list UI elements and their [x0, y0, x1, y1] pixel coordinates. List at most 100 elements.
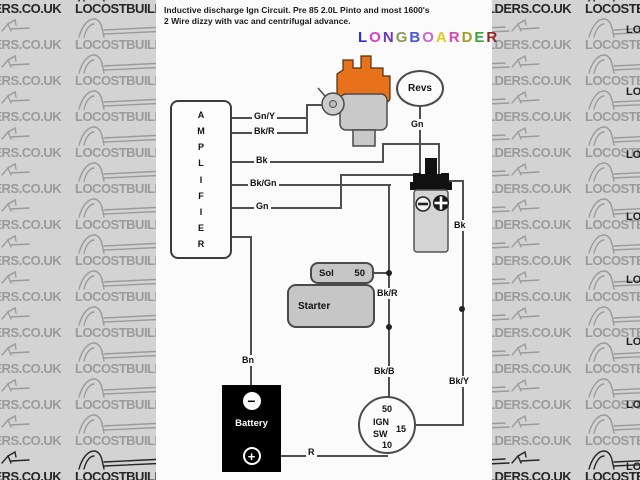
watermark-edge-fragment: LOCOSTBUILDERS.CO.UK	[626, 274, 640, 285]
wire-gn-top	[340, 174, 420, 176]
distributor-body	[339, 93, 388, 131]
battery-box: − Battery +	[222, 385, 281, 472]
watermark-edge-fragment: LOCOSTBUILDERS.CO.UK	[626, 461, 640, 472]
car-sketch-icon	[588, 270, 640, 290]
watermark-tile: LOCOSTBUILDERS.CO.UK	[585, 448, 640, 480]
wire-bk-top	[382, 143, 440, 145]
car-sketch-icon	[588, 378, 640, 398]
watermark-text: LOCOSTBUILDERS.CO.UK	[585, 361, 640, 376]
wire-label-gn-y: Gn/Y	[252, 111, 278, 122]
starter-box: Starter	[287, 284, 375, 328]
amplifier-letter: L	[198, 158, 204, 169]
watermark-edge-fragment: LOCOSTBUILDERS.CO.UK	[626, 86, 640, 97]
watermark-tile: LOCOSTBUILDERS.CO.UK	[585, 52, 640, 88]
solenoid-box: Sol 50	[310, 262, 374, 284]
watermark-edge-fragment: LOCOSTBUILDERS.CO.UK	[626, 211, 640, 222]
watermark-tile: LOCOSTBUILDERS.CO.UK	[585, 124, 640, 160]
coil-tower	[425, 158, 437, 178]
watermark-tile: LOCOSTBUILDERS.CO.UK	[0, 52, 75, 88]
car-sketch-icon	[1, 414, 30, 428]
car-sketch-icon	[588, 342, 640, 362]
car-sketch-icon	[588, 126, 640, 146]
car-sketch-icon	[588, 198, 640, 218]
watermark-tile: LOCOSTBUILDERS.CO.UK	[0, 412, 75, 448]
wire-bk-up	[382, 143, 384, 162]
watermark-text: LOCOSTBUILDERS.CO.UK	[585, 469, 640, 480]
coil-stud-left	[413, 173, 421, 182]
watermark-tile: LOCOSTBUILDERS.CO.UK	[0, 124, 75, 160]
watermark-tile: LOCOSTBUILDERS.CO.UK	[0, 376, 75, 412]
watermark-text: LOCOSTBUILDERS.CO.UK	[0, 181, 62, 196]
logo-letter: B	[409, 29, 423, 46]
wire-label-bn: Bn	[240, 355, 256, 366]
amplifier-letter: I	[199, 174, 203, 185]
wire-label-r: R	[306, 447, 317, 458]
watermark-text: LOCOSTBUILDERS.CO.UK	[0, 469, 62, 480]
car-sketch-icon	[588, 414, 640, 434]
revs-gauge: Revs	[396, 70, 444, 107]
watermark-text: LOCOSTBUILDERS.CO.UK	[585, 289, 640, 304]
watermark-text: LOCOSTBUILDERS.CO.UK	[0, 217, 62, 232]
watermark-text: LOCOSTBUILDERS.CO.UK	[415, 469, 572, 480]
watermark-tile: LOCOSTBUILDERS.CO.UK	[0, 304, 75, 340]
watermark-text: LOCOSTBUILDERS.CO.UK	[0, 145, 62, 160]
car-sketch-icon	[1, 342, 30, 356]
amplifier-letter: I	[199, 206, 203, 217]
wire-label-gn: Gn	[254, 201, 271, 212]
diagram-title: Inductive discharge Ign Circuit. Pre 85 …	[164, 5, 484, 27]
watermark-tile: LOCOSTBUILDERS.CO.UK	[0, 16, 75, 52]
title-line-2: 2 Wire dizzy with vac and centrifugal ad…	[164, 16, 351, 26]
amplifier-letter: P	[197, 142, 204, 153]
wire-label-bk-r: Bk/R	[252, 126, 277, 137]
wire-label-gn-revs: Gn	[409, 119, 426, 130]
distributor-stem	[352, 129, 376, 147]
ignition-switch: 50 IGN SW 15 10	[358, 396, 416, 454]
logo-letter: E	[474, 29, 487, 46]
watermark-tile: LOCOSTBUILDERS.CO.UK	[585, 376, 640, 412]
watermark-text: LOCOSTBUILDERS.CO.UK	[585, 145, 640, 160]
battery-minus-terminal: −	[242, 392, 261, 410]
wire-revs-coil	[419, 105, 421, 184]
watermark-text: LOCOSTBUILDERS.CO.UK	[0, 325, 62, 340]
wire-sol-link	[374, 272, 391, 274]
logo-letter: R	[448, 29, 462, 46]
watermark-tile: LOCOSTBUILDERS.CO.UK	[0, 160, 75, 196]
plus-glyph: +	[247, 448, 256, 464]
watermark-edge-fragment: LOCOSTBUILDERS.CO.UK	[626, 149, 640, 160]
watermark-text: LOCOSTBUILDERS.CO.UK	[0, 109, 62, 124]
watermark-text: LOCOSTBUILDERS.CO.UK	[0, 361, 62, 376]
watermark-edge-fragment: LOCOSTBUILDERS.CO.UK	[626, 24, 640, 35]
plus-glyph-v	[439, 196, 443, 210]
watermark-text: LOCOSTBUILDERS.CO.UK	[75, 469, 232, 480]
watermark-tile: LOCOSTBUILDERS.CO.UK	[585, 16, 640, 52]
junction-dot	[386, 324, 392, 330]
amplifier-letter: R	[197, 239, 205, 249]
vacuum-advance-center	[329, 100, 337, 108]
logo-letter: A	[435, 29, 449, 46]
ign-terminal-15: 15	[396, 424, 407, 434]
car-sketch-icon	[1, 378, 30, 392]
title-line-1: Inductive discharge Ign Circuit. Pre 85 …	[164, 5, 430, 15]
car-sketch-icon	[588, 18, 640, 38]
amplifier-letter: A	[197, 110, 205, 120]
wire-gn	[228, 207, 342, 209]
wire-label-bk-coil: Bk	[452, 220, 468, 231]
watermark-tile: LOCOSTBUILDERS.CO.UK	[585, 412, 640, 448]
car-sketch-icon	[588, 162, 640, 182]
watermark-tile: LOCOSTBUILDERS.CO.UK	[0, 340, 75, 376]
battery-label: Battery	[235, 418, 268, 429]
wire-bk-gn	[228, 184, 391, 186]
wire-label-bk-b: Bk/B	[372, 366, 397, 377]
distributor-icon	[317, 55, 391, 147]
coil-tower-flange	[421, 174, 441, 182]
watermark-tile: LOCOSTBUILDERS.CO.UK	[585, 268, 640, 304]
car-sketch-icon	[1, 54, 30, 68]
watermark-text: LOCOSTBUILDERS.CO.UK	[0, 73, 62, 88]
wire-label-bk-y: Bk/Y	[447, 376, 472, 387]
ign-terminal-10: 10	[381, 440, 392, 450]
wire-label-bk-r-mid: Bk/R	[375, 288, 400, 299]
logo-letter: R	[486, 29, 500, 46]
wire-bk-right-down	[462, 180, 464, 425]
